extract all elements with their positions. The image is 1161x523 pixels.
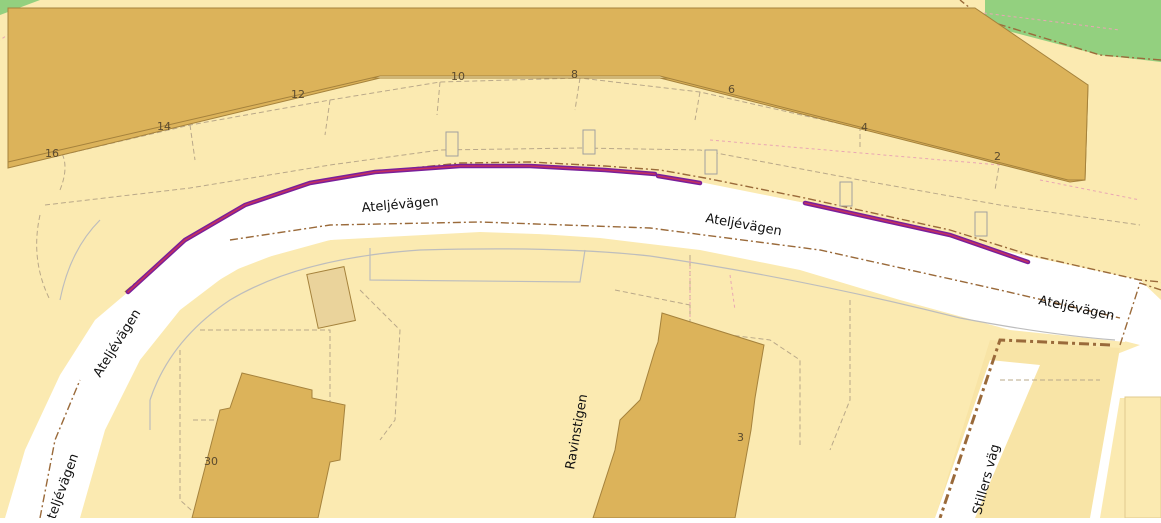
road-south-branch: [935, 360, 1040, 518]
highlighted-road-segment-1[interactable]: [125, 163, 658, 295]
house-number: 10: [451, 70, 465, 83]
boundary-south: [39, 221, 1121, 519]
building-row-north-top: [7, 7, 1089, 181]
house-number: 4: [861, 121, 868, 134]
garage-boxes: [445, 129, 988, 237]
pink-lines: [0, 9, 1141, 320]
parcel-lines-north: [36, 77, 1141, 301]
highlighted-road-segment-3[interactable]: [802, 200, 1031, 265]
house-number: 16: [45, 147, 59, 160]
building-east-box: [1124, 396, 1161, 519]
house-number: 30: [204, 455, 218, 468]
house-number: 3: [737, 431, 744, 444]
road-edge-line: [59, 219, 1116, 401]
house-number: 6: [728, 83, 735, 96]
building-south-1: [191, 372, 346, 519]
road-edge-line-2: [149, 248, 586, 430]
highlighted-road-segment-2[interactable]: [655, 173, 703, 186]
house-number: 8: [571, 68, 578, 81]
park-northeast: [985, 0, 1161, 62]
road-ateljevagen: [5, 166, 1140, 518]
boundary-southeast: [938, 338, 1111, 519]
street-label-ateljevagen-1: Ateljévägen: [361, 194, 439, 216]
house-number: 2: [994, 150, 1001, 163]
house-number: 14: [157, 120, 171, 133]
building-small-shed: [306, 266, 356, 329]
house-number: 12: [291, 88, 305, 101]
